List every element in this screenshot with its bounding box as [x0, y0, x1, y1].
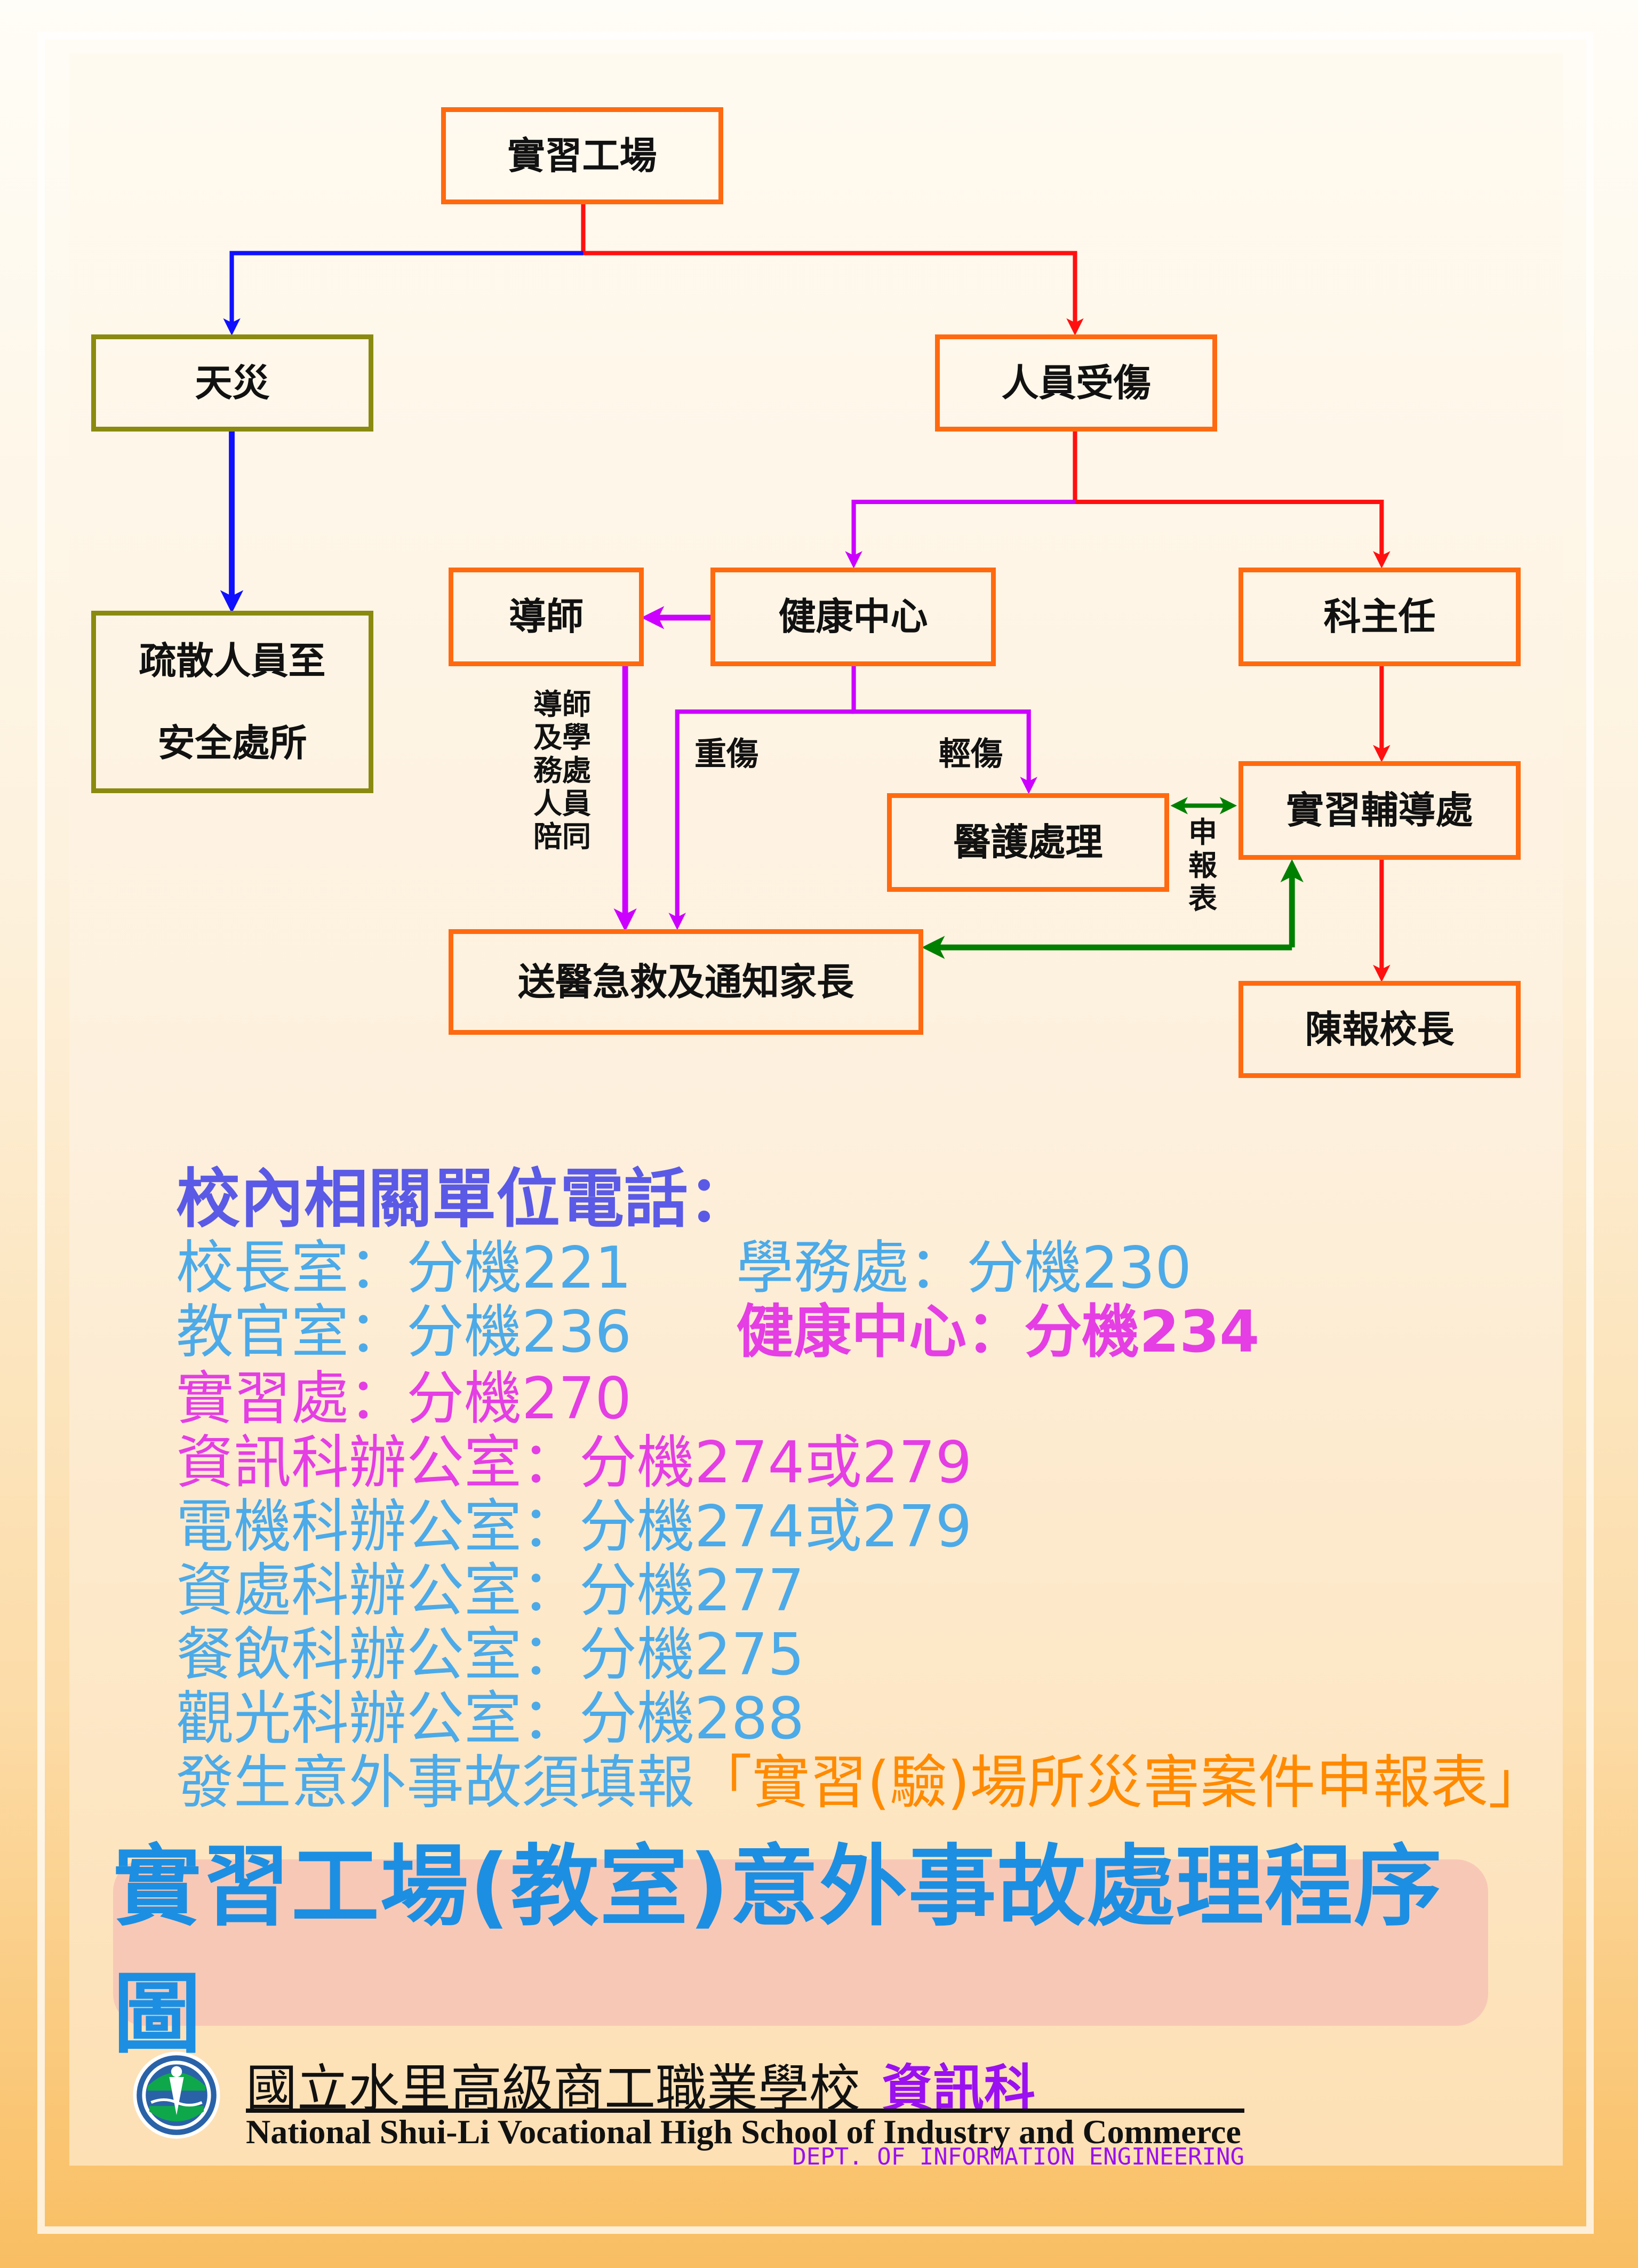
phone-entry: 教官室：分機236 [176, 1299, 632, 1365]
phone-entry: 資訊科辦公室：分機274或279 [176, 1430, 972, 1496]
school-name-en: National Shui-Li Vocational High School … [246, 2113, 1241, 2151]
school-logo-icon [133, 2051, 220, 2139]
node-report-principal: 陳報校長 [1239, 981, 1521, 1078]
footer-divider [246, 2109, 1244, 2113]
node-medical-care: 醫護處理 [887, 793, 1169, 892]
content-panel [69, 53, 1563, 2166]
node-disaster: 天災 [91, 334, 373, 432]
node-practice-office: 實習輔導處 [1239, 761, 1521, 860]
node-evacuate: 疏散人員至 安全處所 [91, 611, 373, 793]
edge-to-health [845, 499, 1075, 569]
node-injury: 人員受傷 [935, 334, 1217, 432]
label-report-form: 申 報 表 [1188, 816, 1217, 915]
phone-entry: 校長室：分機221 [176, 1235, 632, 1301]
node-dept-head: 科主任 [1239, 568, 1521, 666]
phone-entry: 觀光科辦公室：分機288 [176, 1686, 805, 1752]
label-line: 表 [1188, 882, 1217, 916]
phone-entry: 資處科辦公室：分機277 [176, 1558, 805, 1624]
evacuate-line1: 疏散人員至 [139, 639, 326, 683]
dept-name-en: DEPT. OF INFORMATION ENGINEERING [792, 2143, 1244, 2170]
outer-frame [37, 32, 1594, 2234]
page-title: 實習工場(教室)意外事故處理程序圖 [113, 1835, 1443, 2065]
phone-entry: 實習處：分機270 [176, 1365, 632, 1432]
node-tutor: 導師 [449, 568, 644, 666]
label-minor: 輕傷 [939, 736, 1003, 773]
edge-injury-stem [1073, 431, 1391, 569]
label-line: 務處 [533, 754, 591, 788]
accident-notice: 發生意外事故須填報「實習(驗)場所災害案件申報表」 [176, 1736, 1546, 1819]
node-workshop: 實習工場 [441, 107, 723, 204]
node-hospital: 送醫急救及通知家長 [449, 929, 923, 1035]
phone-entry: 餐飲科辦公室：分機275 [176, 1622, 805, 1688]
edge-to-injury [583, 251, 1084, 336]
notice-form-name: 「實習(驗)場所災害案件申報表」 [694, 1750, 1546, 1816]
label-line: 陪同 [533, 820, 591, 854]
label-serious: 重傷 [694, 736, 758, 773]
phone-entry: 學務處：分機230 [736, 1235, 1192, 1301]
edge-to-disaster [223, 251, 584, 336]
label-line: 申 [1188, 816, 1217, 849]
phone-entry: 健康中心：分機234 [736, 1299, 1260, 1365]
page-title-banner: 實習工場(教室)意外事故處理程序圖 [113, 1835, 1488, 2065]
phone-heading: 校內相關單位電話： [176, 1162, 752, 1236]
label-line: 導師 [533, 688, 591, 721]
evacuate-line2: 安全處所 [157, 721, 307, 765]
label-line: 報 [1188, 849, 1217, 883]
label-line: 人員 [533, 787, 591, 821]
edge-serious [668, 709, 854, 930]
edge-health-split [851, 665, 1037, 794]
node-health-center: 健康中心 [710, 568, 996, 666]
label-accompany: 導師 及學 務處 人員 陪同 [533, 688, 591, 853]
label-line: 及學 [533, 721, 591, 755]
notice-prefix: 發生意外事故須填報 [176, 1750, 695, 1816]
phone-entry: 電機科辦公室：分機274或279 [176, 1494, 972, 1560]
